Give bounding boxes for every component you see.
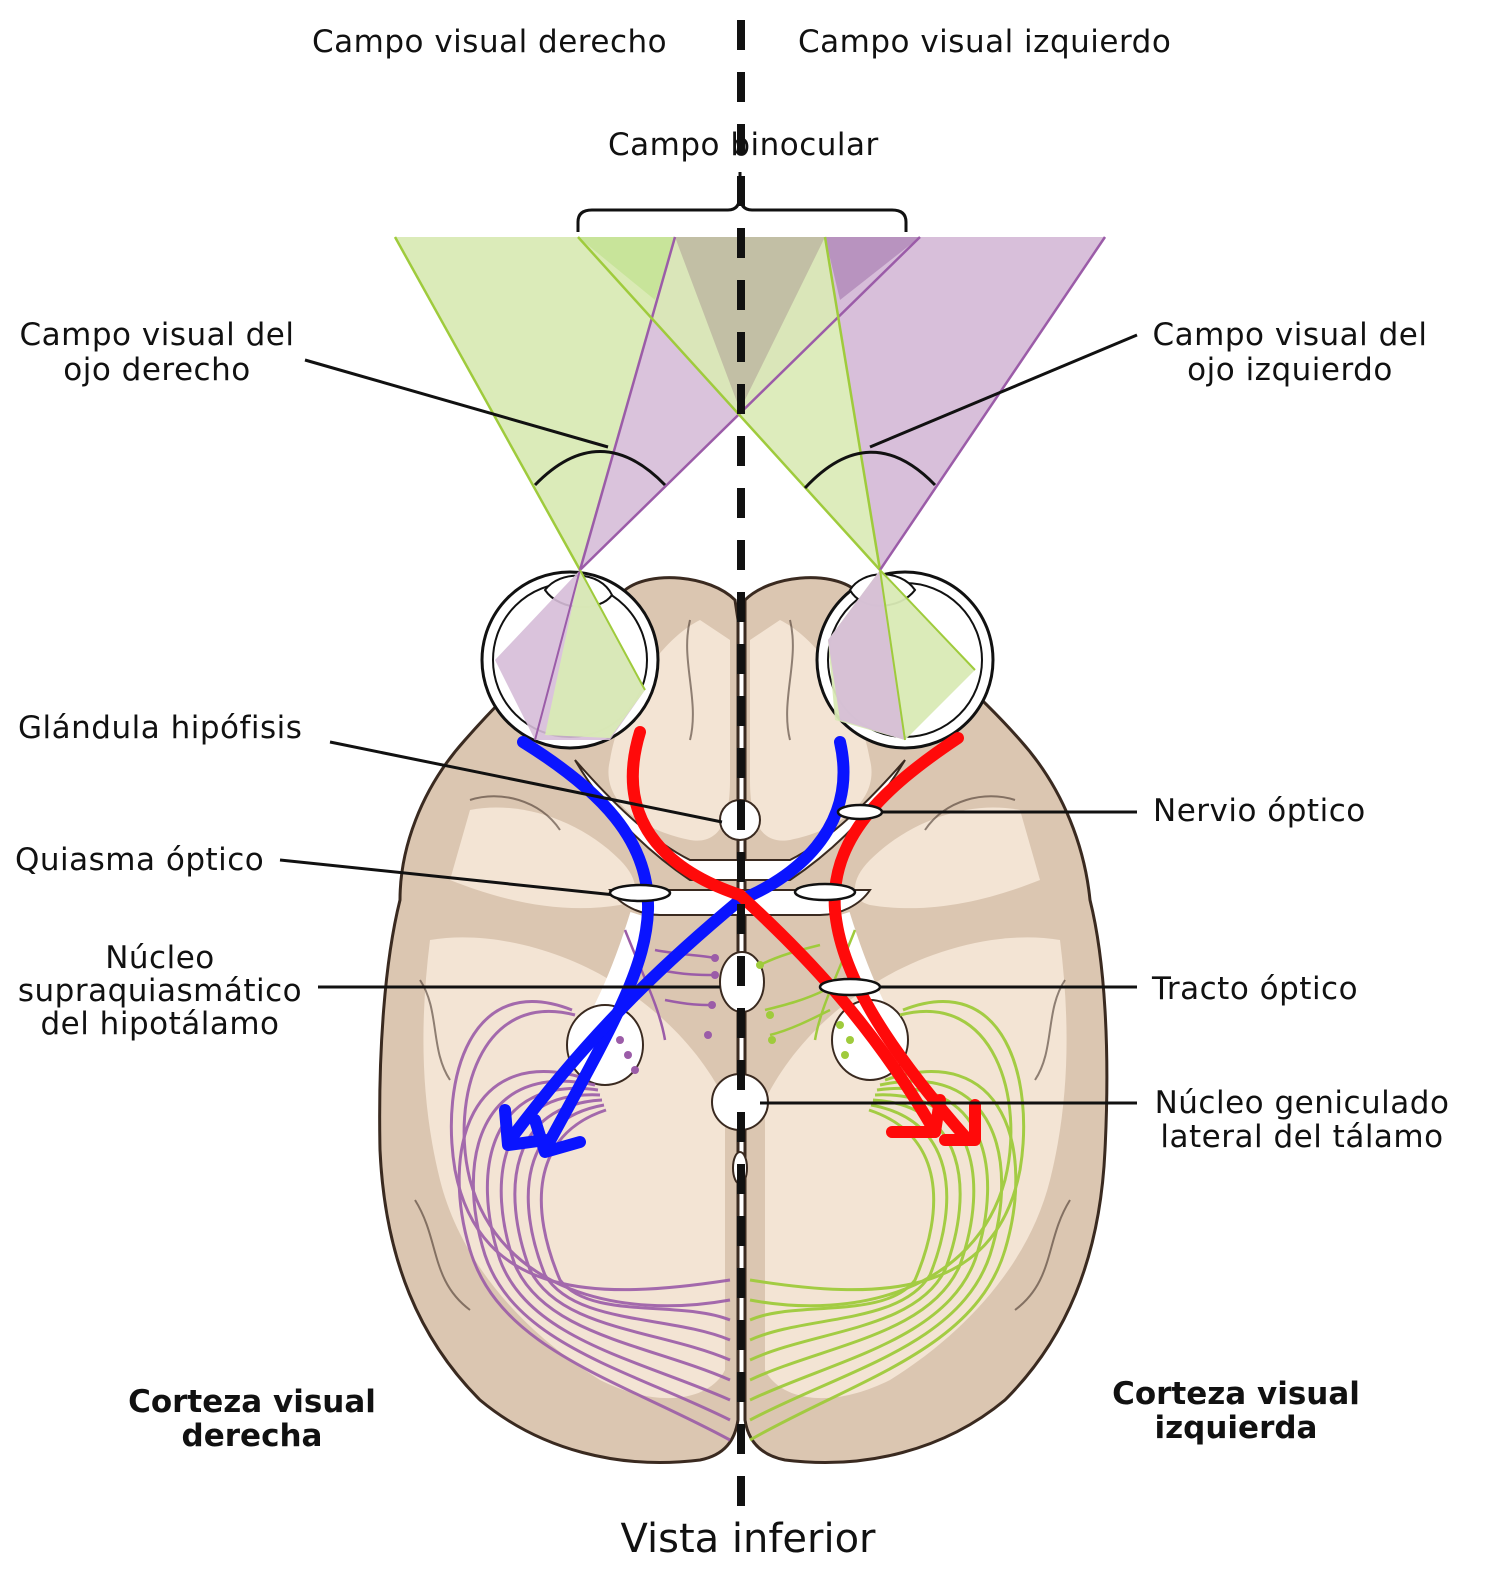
label-binocular-field: Campo binocular — [608, 127, 879, 163]
label-scn-1: Núcleo — [105, 940, 215, 976]
label-optic-chiasm: Quiasma óptico — [15, 842, 264, 878]
right-eye-green-field — [395, 237, 675, 570]
red-arrow-contralateral — [626, 726, 941, 1138]
label-left-cortex-1: Corteza visual — [1112, 1376, 1360, 1412]
left-eye — [815, 569, 995, 750]
left-eye-purple-field — [825, 237, 1105, 570]
blue-arrow-contralateral — [504, 736, 850, 1146]
label-scn-3: del hipotálamo — [40, 1006, 279, 1042]
binocular-bracket — [576, 172, 908, 232]
label-view: Vista inferior — [621, 1516, 877, 1562]
red-arrow-ipsilateral — [828, 732, 974, 1146]
label-lgn-1: Núcleo geniculado — [1155, 1085, 1450, 1121]
pathway-arrows — [499, 726, 981, 1158]
label-scn-2: supraquiasmático — [18, 973, 302, 1009]
label-optic-nerve: Nervio óptico — [1153, 793, 1366, 829]
label-left-eye-field-1: Campo visual del — [1153, 317, 1428, 353]
eyes — [480, 569, 995, 750]
leader-lines — [279, 333, 1138, 1105]
label-right-visual-field: Campo visual derecho — [312, 24, 667, 60]
text-labels: Campo visual derecho Campo visual izquie… — [15, 24, 1449, 1562]
label-lgn-2: lateral del tálamo — [1160, 1119, 1443, 1155]
label-right-cortex-1: Corteza visual — [128, 1384, 376, 1420]
label-right-eye-field-1: Campo visual del — [20, 317, 295, 353]
label-left-eye-field-2: ojo izquierdo — [1187, 352, 1393, 388]
label-pituitary: Glándula hipófisis — [18, 710, 302, 746]
left-eye-angle-arc — [803, 450, 937, 490]
label-left-visual-field: Campo visual izquierdo — [798, 24, 1171, 60]
scn-fiber-dots — [616, 954, 854, 1074]
label-left-cortex-2: izquierda — [1155, 1410, 1318, 1446]
right-eye — [480, 569, 660, 750]
blue-arrow-ipsilateral — [517, 736, 655, 1156]
label-right-cortex-2: derecha — [182, 1418, 323, 1454]
label-optic-tract: Tracto óptico — [1151, 971, 1358, 1007]
label-right-eye-field-2: ojo derecho — [63, 352, 250, 388]
right-eye-angle-arc — [533, 450, 667, 487]
binocular-overlap — [675, 237, 825, 410]
visual-field-cones — [393, 236, 1107, 571]
